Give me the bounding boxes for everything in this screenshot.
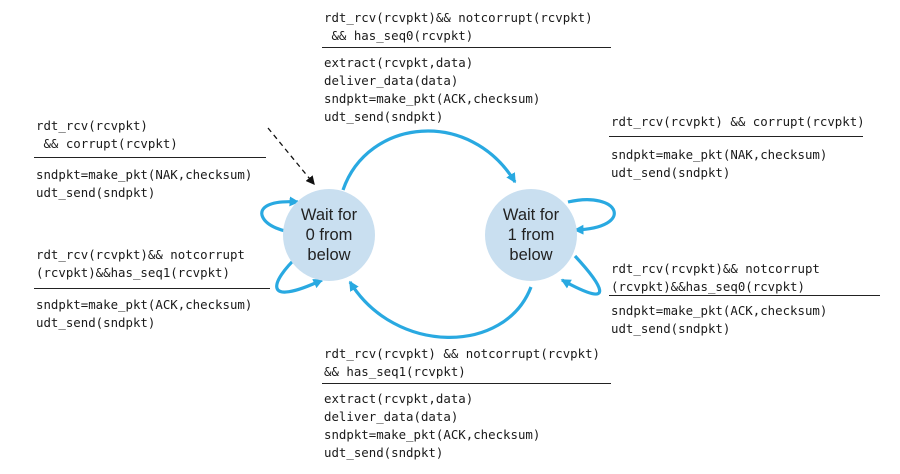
top-transition-divider <box>322 47 611 48</box>
right-upper-transition-divider <box>609 136 863 137</box>
state-wait-for-1: Wait for 1 from below <box>485 189 577 281</box>
left-upper-transition-event: rdt_rcv(rcvpkt) && corrupt(rcvpkt) <box>36 118 178 151</box>
right-lower-transition-actions: sndpkt=make_pkt(ACK,checksum) udt_send(s… <box>611 303 828 336</box>
state-wait-for-0: Wait for 0 from below <box>283 189 375 281</box>
left-upper-transition-divider <box>34 157 266 158</box>
self-loop-wait1-lower <box>560 254 602 296</box>
left-upper-transition-actions: sndpkt=make_pkt(NAK,checksum) udt_send(s… <box>36 167 253 200</box>
bottom-transition-actions: extract(rcvpkt,data) deliver_data(data) … <box>324 391 541 460</box>
top-transition-actions: extract(rcvpkt,data) deliver_data(data) … <box>324 55 541 124</box>
right-upper-transition-actions: sndpkt=make_pkt(NAK,checksum) udt_send(s… <box>611 147 828 180</box>
initial-state-arrow <box>267 127 315 186</box>
top-transition-event: rdt_rcv(rcvpkt)&& notcorrupt(rcvpkt) && … <box>324 10 593 43</box>
right-lower-transition-event: rdt_rcv(rcvpkt)&& notcorrupt (rcvpkt)&&h… <box>611 261 820 294</box>
bottom-transition-divider <box>322 383 611 384</box>
state-wait-for-0-label: Wait for 0 from below <box>300 206 358 264</box>
edge-wait0-to-wait1 <box>341 129 517 191</box>
left-lower-transition-event: rdt_rcv(rcvpkt)&& notcorrupt (rcvpkt)&&h… <box>36 247 245 280</box>
state-wait-for-1-label: Wait for 1 from below <box>502 206 560 264</box>
edge-wait1-to-wait0 <box>348 280 533 339</box>
right-lower-transition-divider <box>609 295 880 296</box>
self-loop-wait0-lower <box>275 254 324 294</box>
left-lower-transition-actions: sndpkt=make_pkt(ACK,checksum) udt_send(s… <box>36 297 253 330</box>
self-loop-wait1-upper <box>567 198 616 235</box>
bottom-transition-event: rdt_rcv(rcvpkt) && notcorrupt(rcvpkt) &&… <box>324 346 601 379</box>
left-lower-transition-divider <box>34 288 270 289</box>
right-upper-transition-event: rdt_rcv(rcvpkt) && corrupt(rcvpkt) <box>611 114 865 129</box>
